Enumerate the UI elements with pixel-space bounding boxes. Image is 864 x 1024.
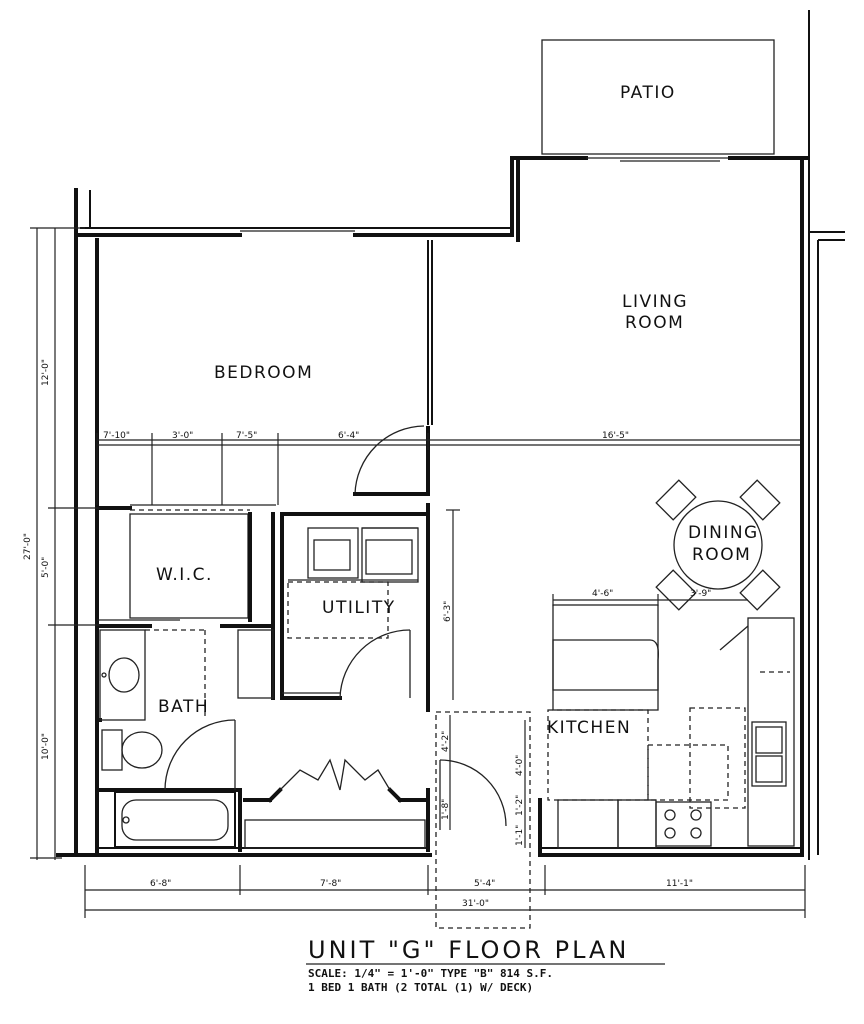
dim-utility-height: 6'-3"	[443, 601, 453, 622]
living-room-label-line2: ROOM	[625, 313, 684, 333]
plan-unit-line: 1 BED 1 BATH (2 TOTAL (1) W/ DECK)	[308, 981, 533, 994]
dim-left-middle: 5'-0"	[41, 557, 51, 578]
plan-title: UNIT "G" FLOOR PLAN	[308, 936, 629, 964]
dining-label-line1: DINING	[688, 523, 759, 543]
dim-kitchen-2: 1'-2"	[515, 795, 525, 816]
living-room-label-line1: LIVING	[622, 292, 688, 312]
dim-counter-width: 4'-6"	[592, 589, 613, 599]
dim-bottom-4: 11'-1"	[666, 879, 693, 889]
dim-top-2: 3'-0"	[172, 431, 193, 441]
bath-label: BATH	[158, 697, 209, 717]
plan-scale-line: SCALE: 1/4" = 1'-0" TYPE "B" 814 S.F.	[308, 967, 553, 980]
dim-bottom-total: 31'-0"	[462, 899, 489, 909]
dim-top-3: 7'-5"	[236, 431, 257, 441]
bedroom-label: BEDROOM	[214, 363, 313, 383]
dining-label-line2: ROOM	[692, 545, 751, 565]
patio-label: PATIO	[620, 83, 676, 103]
dining-table	[655, 479, 781, 611]
wic-label: W.I.C.	[156, 565, 213, 585]
fixtures	[99, 527, 419, 848]
dimension-lines	[30, 227, 806, 918]
dim-entry-1: 4'-2"	[441, 731, 451, 752]
dim-top-1: 7'-10"	[103, 431, 130, 441]
dim-top-5: 16'-5"	[602, 431, 629, 441]
kitchen-fixtures	[547, 604, 795, 849]
dim-kitchen-3: 1'-1"	[515, 825, 525, 846]
dim-kitchen-1: 4'-0"	[515, 755, 525, 776]
dim-bottom-2: 7'-8"	[320, 879, 341, 889]
dim-left-lower: 10'-0"	[41, 733, 51, 760]
dim-entry-2: 1'-8"	[441, 799, 451, 820]
dim-left-total: 27'-0"	[23, 533, 33, 560]
dim-bottom-1: 6'-8"	[150, 879, 171, 889]
dim-top-4: 6'-4"	[338, 431, 359, 441]
dim-bottom-3: 5'-4"	[474, 879, 495, 889]
utility-label: UTILITY	[322, 598, 396, 618]
dim-left-upper: 12'-0"	[41, 359, 51, 386]
patio-outline	[541, 39, 775, 155]
kitchen-label: KITCHEN	[547, 718, 631, 738]
interior-walls	[95, 240, 800, 929]
dim-dining-gap: 3'-9"	[690, 589, 711, 599]
